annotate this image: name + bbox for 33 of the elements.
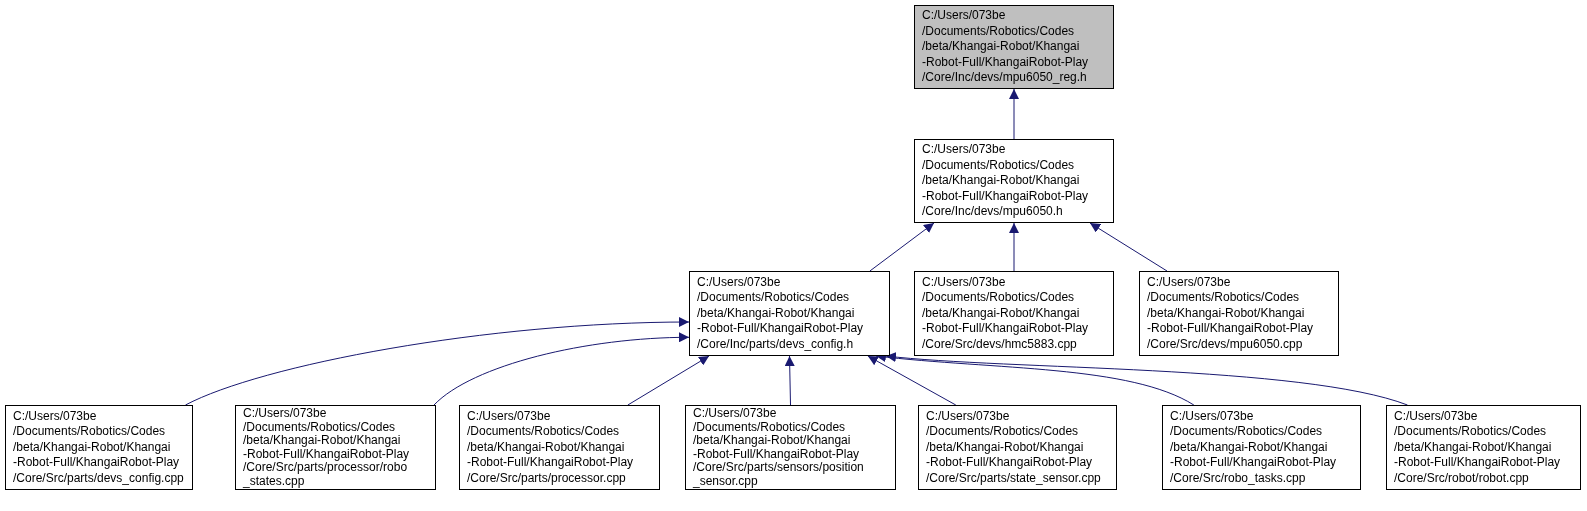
file-box — [1139, 271, 1339, 356]
arrow — [885, 351, 1408, 406]
file-box — [914, 139, 1114, 223]
file-box — [689, 271, 890, 356]
file-path: C:/Users/073be /Documents/Robotics/Codes /beta/Khangai-Robot/Khangai -Robot-Full/KhangaiRobot-Play /Core/Inc/devs/mpu6050_reg.h — [921, 8, 1089, 86]
file-box — [1162, 405, 1361, 490]
file-path: C:/Users/073be /Documents/Robotics/Codes /beta/Khangai-Robot/Khangai -Robot-Full/KhangaiRobot-Play /Core/Src/parts/processor/robo _states.cpp — [242, 407, 410, 488]
file-box — [918, 405, 1117, 490]
file-path: C:/Users/073be /Documents/Robotics/Codes /beta/Khangai-Robot/Khangai -Robot-Full/KhangaiRobot-Play /Core/Inc/parts/devs_config.h — [696, 274, 864, 353]
arrow — [869, 222, 935, 272]
file-box — [914, 5, 1114, 89]
file-box — [1386, 405, 1581, 490]
file-path: C:/Users/073be /Documents/Robotics/Codes /beta/Khangai-Robot/Khangai -Robot-Full/KhangaiRobot-Play /Core/Src/robo_tasks.cpp — [1169, 408, 1337, 487]
arrow — [433, 332, 690, 406]
file-path: C:/Users/073be /Documents/Robotics/Codes /beta/Khangai-Robot/Khangai -Robot-Full/KhangaiRobot-Play /Core/Src/parts/state_sensor.cpp — [925, 408, 1101, 487]
arrow — [1009, 222, 1019, 272]
file-path: C:/Users/073be /Documents/Robotics/Codes /beta/Khangai-Robot/Khangai -Robot-Full/KhangaiRobot-Play /Core/Src/parts/sensors/position _sensor.cpp — [692, 407, 864, 488]
file-path: C:/Users/073be /Documents/Robotics/Codes /beta/Khangai-Robot/Khangai -Robot-Full/KhangaiRobot-Play /Core/Src/devs/mpu6050.cpp — [1146, 274, 1314, 353]
file-path: C:/Users/073be /Documents/Robotics/Codes /beta/Khangai-Robot/Khangai -Robot-Full/KhangaiRobot-Play /Core/Src/parts/processor.cpp — [466, 408, 634, 487]
file-path: C:/Users/073be /Documents/Robotics/Codes /beta/Khangai-Robot/Khangai -Robot-Full/KhangaiRobot-Play /Core/Src/devs/hmc5883.cpp — [921, 274, 1089, 353]
arrow — [627, 355, 710, 406]
file-box — [459, 405, 660, 490]
arrow — [867, 355, 957, 406]
file-path: C:/Users/073be /Documents/Robotics/Codes /beta/Khangai-Robot/Khangai -Robot-Full/KhangaiRobot-Play /Core/Inc/devs/mpu6050.h — [921, 142, 1089, 220]
arrow — [1089, 222, 1168, 272]
arrow — [1009, 88, 1019, 140]
file-box — [685, 405, 896, 490]
arrow — [784, 355, 795, 406]
file-box — [235, 405, 436, 490]
file-path: C:/Users/073be /Documents/Robotics/Codes /beta/Khangai-Robot/Khangai -Robot-Full/KhangaiRobot-Play /Core/Src/robot/robot.cpp — [1393, 408, 1561, 487]
file-box — [914, 271, 1114, 356]
file-path: C:/Users/073be /Documents/Robotics/Codes /beta/Khangai-Robot/Khangai -Robot-Full/KhangaiRobot-Play /Core/Src/parts/devs_config.cpp — [12, 408, 184, 487]
arrow — [185, 317, 690, 406]
